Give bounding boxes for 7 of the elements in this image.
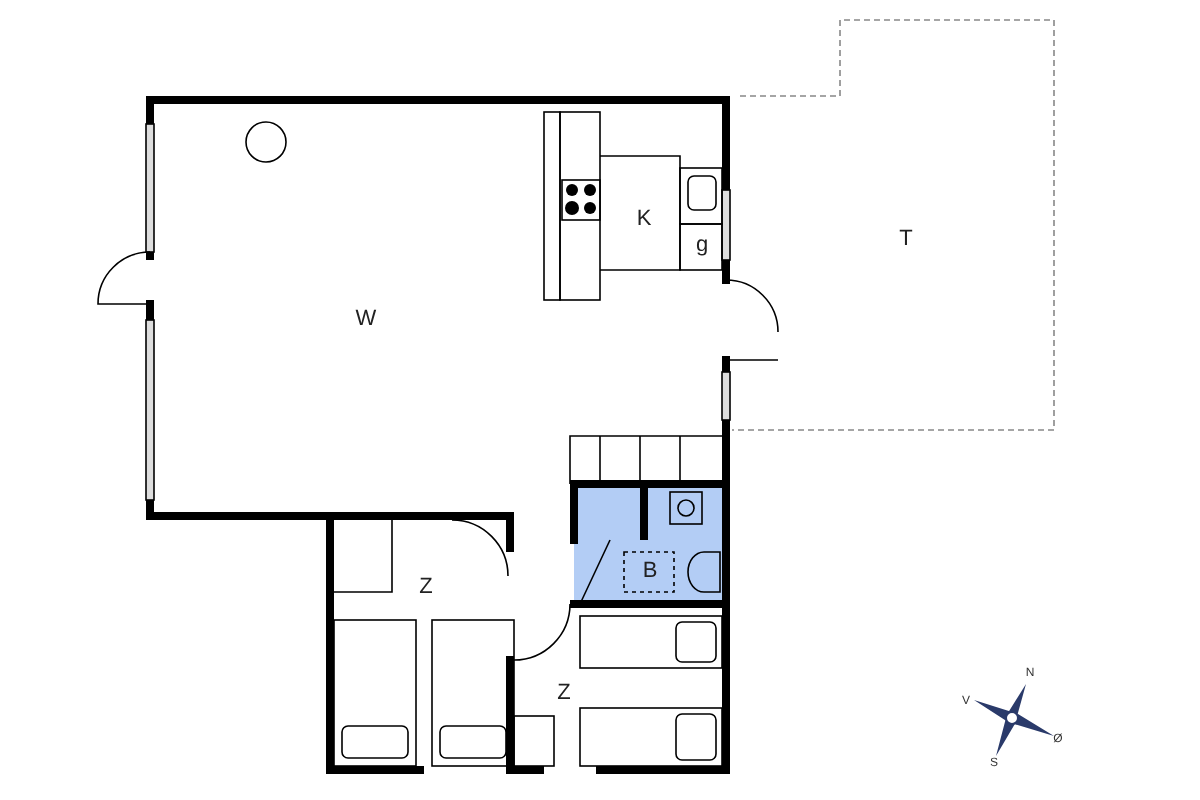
room-label: W xyxy=(355,309,377,331)
room-label: Z xyxy=(557,683,571,705)
room-label: T xyxy=(899,229,913,251)
room-label: Z xyxy=(419,577,433,599)
room-label: g xyxy=(695,235,709,257)
room-label: K xyxy=(636,209,652,231)
room-label: B xyxy=(642,561,658,583)
